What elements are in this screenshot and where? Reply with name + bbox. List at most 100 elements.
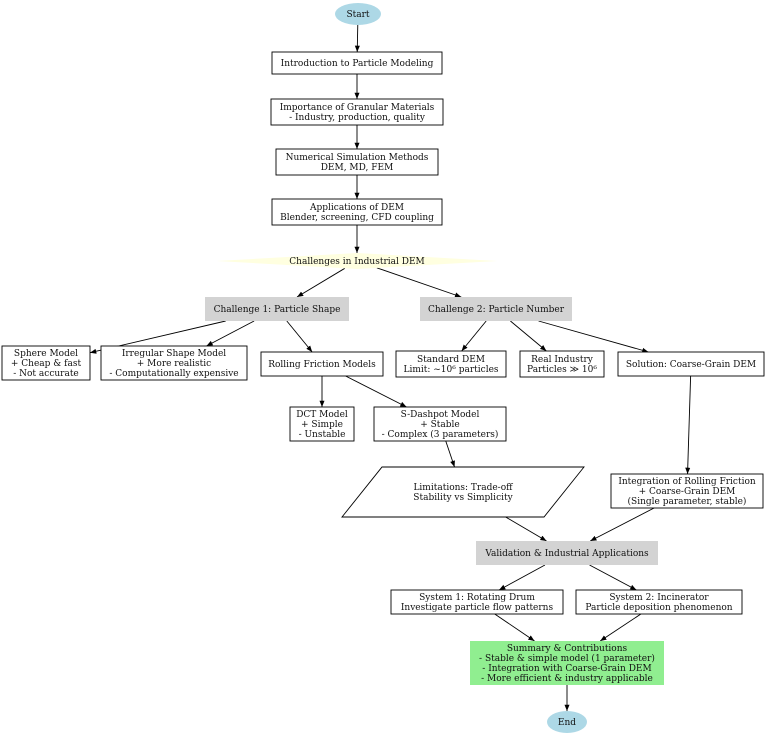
node-end: End bbox=[547, 711, 587, 733]
node-challenge1-shape bbox=[205, 297, 349, 321]
node-numerical-shape bbox=[275, 148, 439, 176]
node-intro-label-line: Introduction to Particle Modeling bbox=[281, 59, 434, 69]
node-validation: Validation & Industrial Applications bbox=[476, 541, 658, 565]
node-coarse-label-line: Solution: Coarse-Grain DEM bbox=[626, 360, 756, 370]
node-summary-label-line: - More efficient & industry applicable bbox=[481, 674, 653, 684]
node-standard-label-line: Limit: ~10⁶ particles bbox=[403, 365, 498, 375]
node-importance-label-line: - Industry, production, quality bbox=[289, 113, 426, 123]
node-rolling: Rolling Friction Models bbox=[260, 351, 384, 377]
edge-coarse-to-integration bbox=[685, 375, 692, 475]
node-challenge2-label-line: Challenge 2: Particle Number bbox=[428, 305, 565, 315]
node-standard-label-line: Standard DEM bbox=[417, 355, 485, 365]
edge-rolling-to-sdashpot bbox=[345, 375, 407, 408]
node-intro-shape bbox=[271, 51, 443, 75]
node-irregular-label-line: - Computationally expensive bbox=[109, 369, 238, 379]
edge-validation-to-system1 bbox=[498, 564, 546, 591]
node-realindustry-label-line: Particles ≫ 10⁶ bbox=[527, 365, 597, 375]
node-limitations-label-line: Limitations: Trade-off bbox=[413, 483, 513, 493]
node-challenges-label-line: Challenges in Industrial DEM bbox=[289, 257, 424, 267]
edge-limitations-to-validation bbox=[505, 516, 547, 542]
edge-start-to-intro bbox=[354, 24, 360, 53]
edge-integration-to-validation bbox=[590, 507, 655, 542]
edge-system1-to-summary bbox=[494, 613, 535, 642]
node-sphere-label-line: + Cheap & fast bbox=[11, 359, 82, 369]
node-integration-label-line: Integration of Rolling Friction bbox=[618, 477, 756, 487]
node-summary-label-line: Summary & Contributions bbox=[507, 644, 628, 654]
node-importance-shape bbox=[270, 98, 444, 126]
node-limitations-shape bbox=[341, 466, 585, 518]
node-integration-shape bbox=[610, 473, 764, 509]
node-irregular-label-line: + More realistic bbox=[137, 359, 211, 369]
node-dct: DCT Model+ Simple- Unstable bbox=[289, 406, 355, 442]
node-validation-label-line: Validation & Industrial Applications bbox=[484, 549, 649, 559]
node-applications-shape bbox=[271, 198, 443, 226]
node-sphere: Sphere Model+ Cheap & fast- Not accurate bbox=[1, 345, 91, 381]
node-sdashpot-label-line: - Complex (3 parameters) bbox=[382, 429, 499, 440]
node-challenge2: Challenge 2: Particle Number bbox=[420, 297, 572, 321]
node-irregular: Irregular Shape Model+ More realistic- C… bbox=[100, 345, 248, 381]
node-integration-label-line: + Coarse-Grain DEM bbox=[639, 487, 736, 497]
node-importance: Importance of Granular Materials- Indust… bbox=[270, 98, 444, 126]
edge-challenge1-to-irregular bbox=[206, 320, 255, 347]
node-summary-label-line: - Integration with Coarse-Grain DEM bbox=[482, 664, 651, 674]
node-dct-label-line: - Unstable bbox=[299, 430, 346, 440]
node-realindustry-label-line: Real Industry bbox=[531, 355, 594, 365]
node-sphere-label-line: Sphere Model bbox=[14, 349, 78, 359]
node-summary-shape bbox=[470, 641, 664, 685]
node-dct-shape bbox=[289, 406, 355, 442]
node-integration-label-line: (Single parameter, stable) bbox=[628, 496, 747, 507]
node-summary: Summary & Contributions- Stable & simple… bbox=[470, 641, 664, 685]
node-validation-shape bbox=[476, 541, 658, 565]
node-coarse: Solution: Coarse-Grain DEM bbox=[617, 351, 765, 377]
node-system2-shape bbox=[575, 589, 743, 615]
node-sdashpot: S-Dashpot Model+ Stable- Complex (3 para… bbox=[373, 406, 507, 442]
node-sphere-shape bbox=[1, 345, 91, 381]
node-dct-label-line: DCT Model bbox=[296, 410, 348, 420]
node-sdashpot-label-line: S-Dashpot Model bbox=[401, 410, 480, 420]
node-limitations-label-line: Stability vs Simplicity bbox=[413, 493, 513, 503]
node-start-shape bbox=[335, 3, 381, 25]
node-summary-label-line: - Stable & simple model (1 parameter) bbox=[479, 653, 655, 664]
node-coarse-shape bbox=[617, 351, 765, 377]
node-challenge1: Challenge 1: Particle Shape bbox=[205, 297, 349, 321]
node-challenges: Challenges in Industrial DEM bbox=[217, 253, 497, 269]
edge-challenge2-to-coarse bbox=[538, 320, 649, 353]
edge-validation-to-system2 bbox=[589, 564, 637, 591]
node-start-label-line: Start bbox=[346, 10, 369, 20]
node-system1-shape bbox=[390, 589, 564, 615]
node-sdashpot-shape bbox=[373, 406, 507, 442]
node-system1-label-line: System 1: Rotating Drum bbox=[419, 593, 535, 603]
node-sphere-label-line: - Not accurate bbox=[13, 369, 79, 379]
node-applications-label-line: Blender, screening, CFD coupling bbox=[280, 213, 434, 223]
node-rolling-label-line: Rolling Friction Models bbox=[268, 360, 376, 370]
node-irregular-shape bbox=[100, 345, 248, 381]
node-challenge2-shape bbox=[420, 297, 572, 321]
node-integration: Integration of Rolling Friction+ Coarse-… bbox=[610, 473, 764, 509]
node-system1-label-line: Investigate particle flow patterns bbox=[401, 603, 554, 613]
node-end-shape bbox=[547, 711, 587, 733]
node-system2-label-line: Particle deposition phenomenon bbox=[585, 603, 732, 613]
edge-challenge2-to-realindustry bbox=[510, 320, 547, 352]
node-end-label-line: End bbox=[558, 718, 576, 728]
node-intro: Introduction to Particle Modeling bbox=[271, 51, 443, 75]
node-challenge1-label-line: Challenge 1: Particle Shape bbox=[214, 305, 341, 315]
node-start: Start bbox=[335, 3, 381, 25]
node-sdashpot-label-line: + Stable bbox=[420, 420, 460, 430]
edge-challenges-to-challenge2 bbox=[376, 267, 462, 298]
node-realindustry-shape bbox=[519, 350, 605, 378]
edge-sdashpot-to-limitations bbox=[445, 440, 455, 468]
edge-challenges-to-challenge1 bbox=[296, 267, 346, 298]
edge-challenge1-to-rolling bbox=[286, 320, 313, 353]
edge-challenge2-to-standard bbox=[461, 320, 487, 352]
node-applications-label-line: Applications of DEM bbox=[309, 203, 404, 213]
node-importance-label-line: Importance of Granular Materials bbox=[280, 103, 435, 113]
node-challenges-shape bbox=[217, 253, 497, 269]
